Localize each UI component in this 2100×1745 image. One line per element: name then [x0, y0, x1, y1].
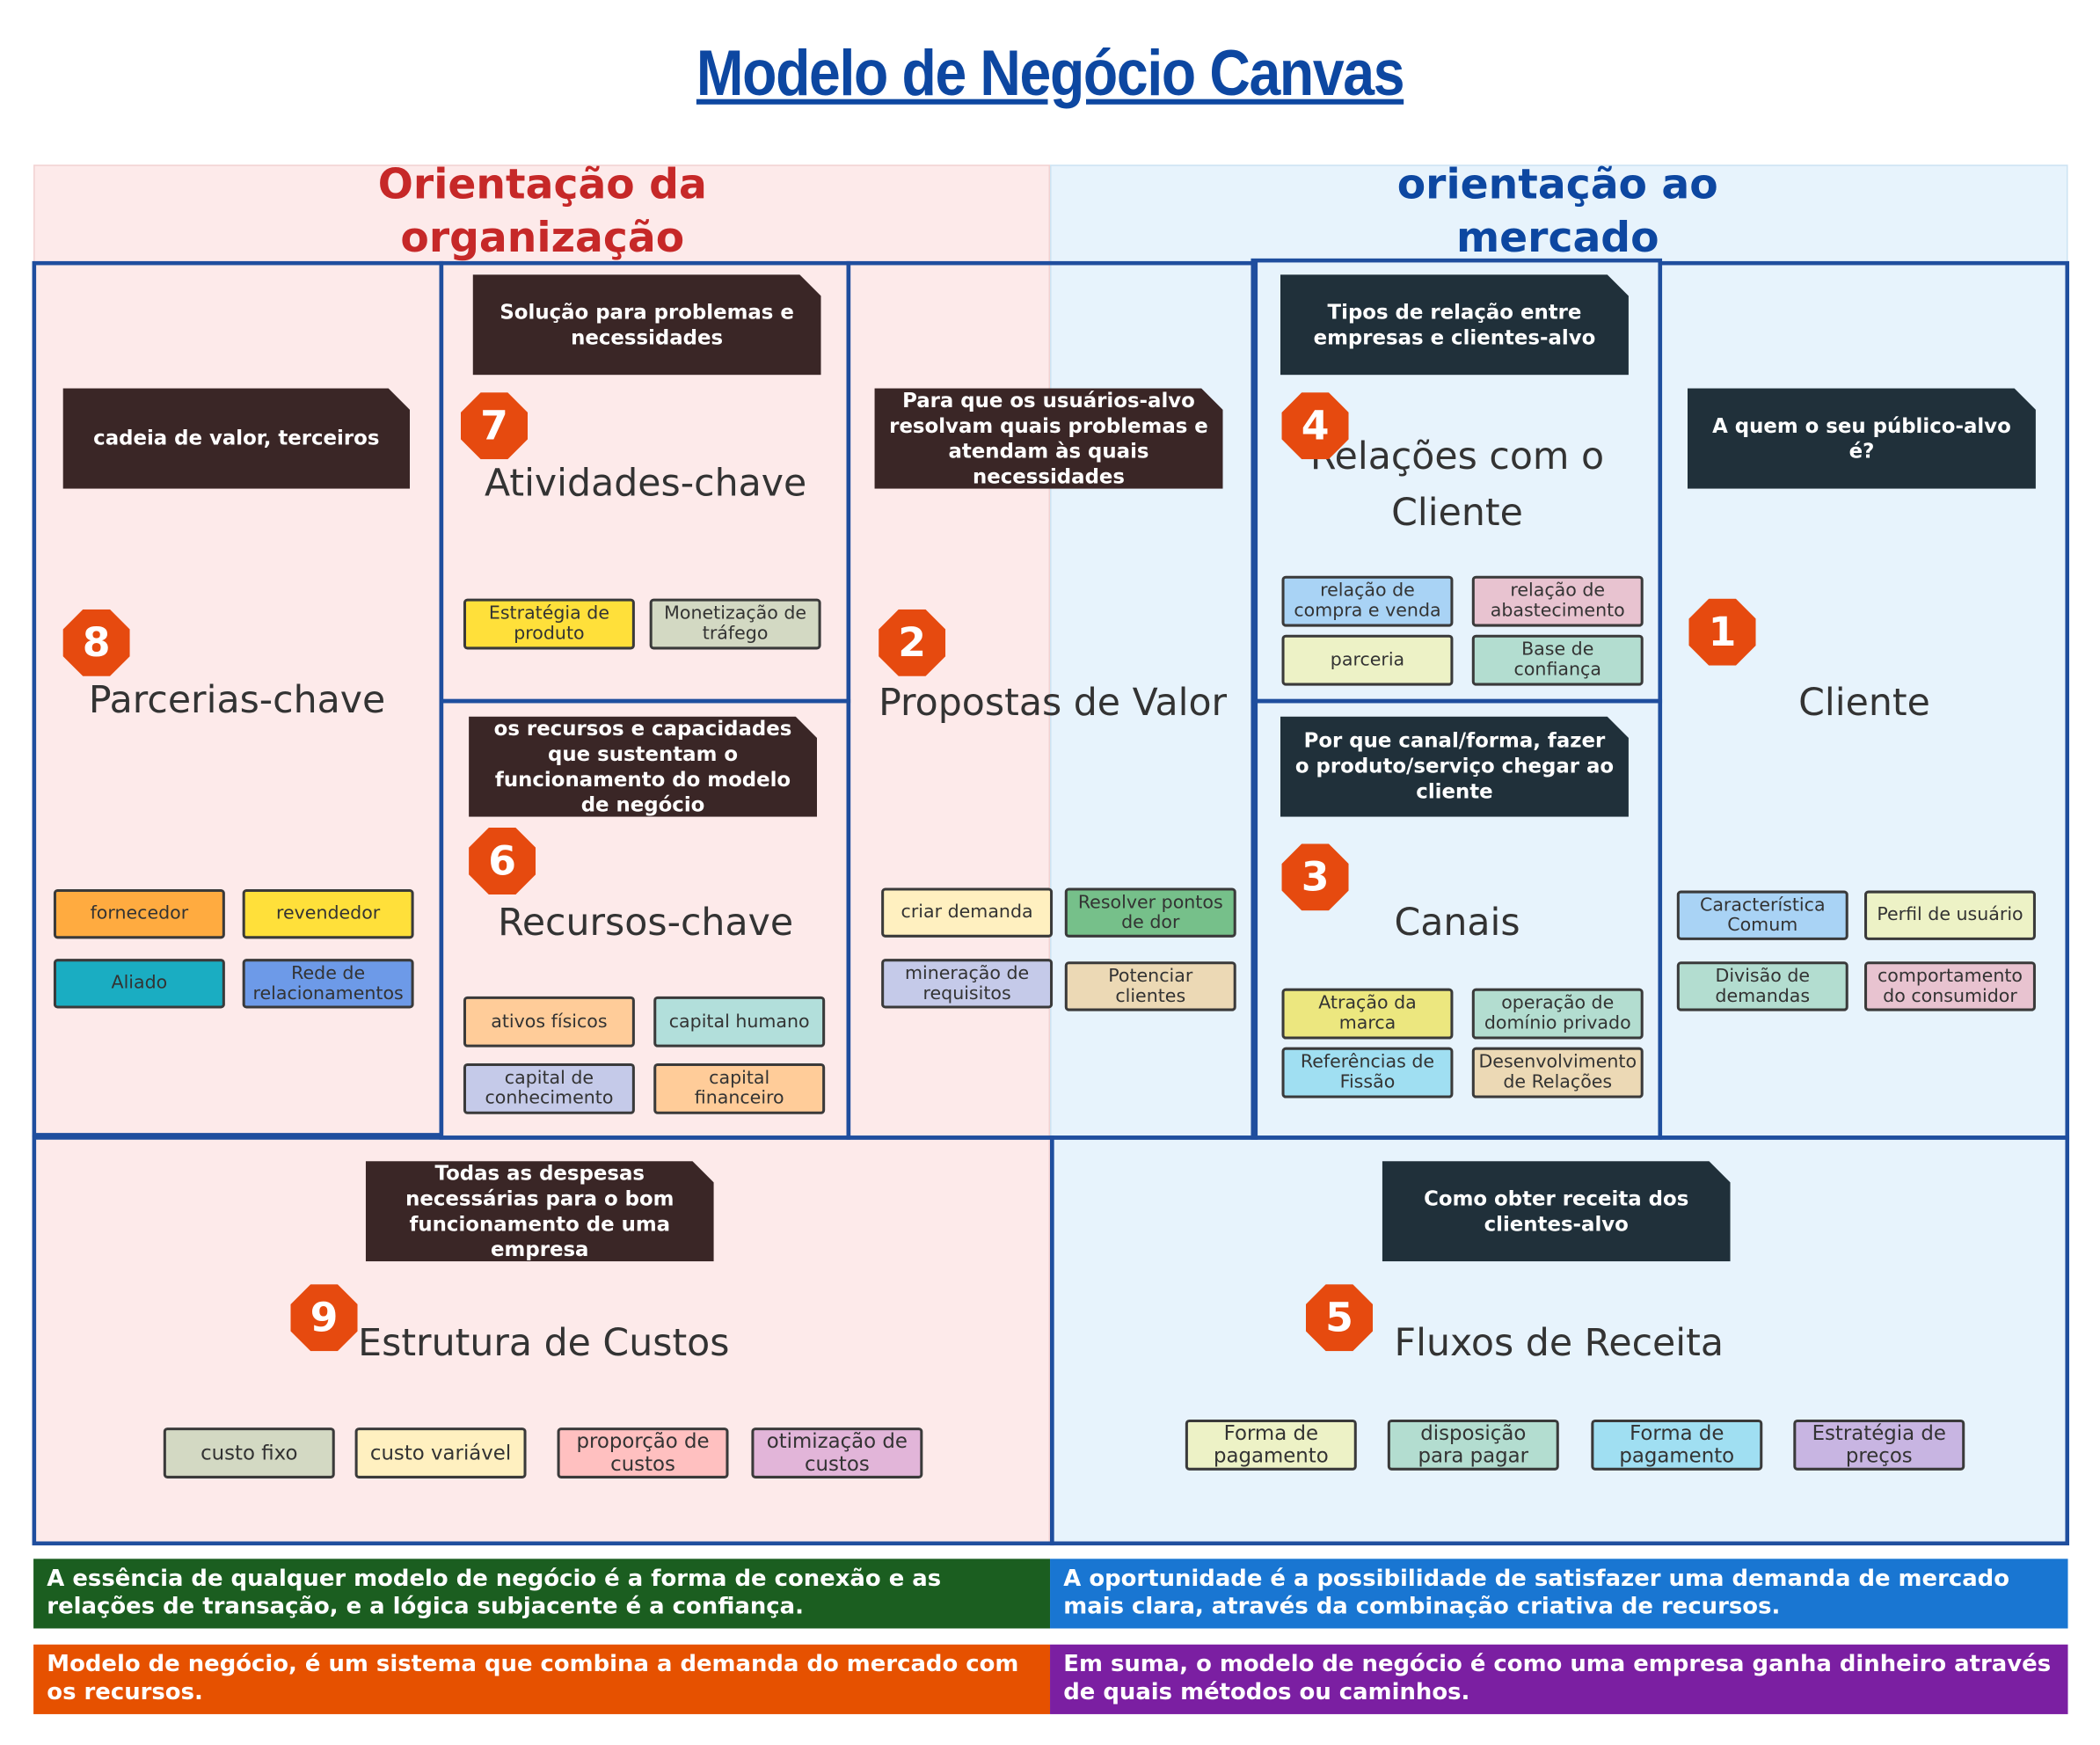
activities-title: Atividades-chave: [484, 460, 807, 506]
tag-financial-capital: capital financeiro: [653, 1062, 826, 1114]
channels-title: Canais: [1394, 900, 1520, 945]
tag-variable-cost: custo variável: [354, 1427, 527, 1479]
tag-reseller: revendedor: [242, 889, 414, 939]
tag-partnership: parceria: [1281, 634, 1454, 686]
value-number-badge: 2: [879, 609, 946, 676]
tag-fixed-cost: custo fixo: [163, 1427, 335, 1479]
tag-human-capital: capital humano: [653, 996, 826, 1048]
tag-fission-referrals: Referências de Fissão: [1281, 1047, 1454, 1099]
channels-note: Por que canal/forma, fazer o produto/ser…: [1280, 717, 1629, 817]
tag-buy-sell-relation: relação de compra e venda: [1281, 575, 1454, 627]
tag-empower-customers: Potenciar clientes: [1064, 961, 1236, 1011]
value-title: Propostas de Valor: [879, 680, 1228, 725]
page-title: Modelo de Negócio Canvas: [696, 39, 1405, 110]
tag-relationship-development: Desenvolvimento de Relações: [1471, 1047, 1644, 1099]
tag-product-strategy: Estratégia de produto: [463, 598, 635, 650]
channels-number-badge: 3: [1281, 843, 1349, 911]
costs-note: Todas as despesas necessárias para o bom…: [366, 1161, 714, 1261]
tag-pricing-strategy: Estratégia de preços: [1793, 1419, 1965, 1471]
relations-title-line2: Cliente: [1391, 490, 1523, 535]
tag-private-domain-operation: operação de domínio privado: [1471, 988, 1644, 1040]
activities-note: Solução para problemas e necessidades: [473, 274, 821, 375]
tag-common-feature: Característica Comum: [1676, 890, 1848, 940]
resources-note: os recursos e capacidades que sustentam …: [469, 717, 817, 817]
revenue-number-badge: 5: [1305, 1284, 1374, 1352]
organization-orientation-heading: Orientação da organização: [308, 158, 777, 266]
relations-title-line1: Relações com o: [1309, 434, 1605, 478]
partners-title: Parcerias-chave: [88, 677, 386, 722]
tag-cost-proportion: proporção de custos: [557, 1427, 729, 1479]
tag-trust-base: Base de confiança: [1471, 634, 1644, 686]
tag-ally: Aliado: [53, 959, 225, 1009]
relations-number-badge: 4: [1281, 392, 1349, 460]
revenue-note: Como obter receita dos clientes-alvo: [1382, 1161, 1731, 1261]
tag-create-demand: criar demanda: [881, 887, 1054, 938]
customer-note: A quem o seu público-alvo é?: [1688, 389, 2036, 489]
organization-orientation-line1: Orientação da: [377, 160, 707, 209]
tag-payment-method-2: Forma de pagamento: [1591, 1419, 1763, 1471]
tag-supply-relation: relação de abastecimento: [1471, 575, 1644, 627]
customer-number-badge: 1: [1688, 598, 1756, 666]
tag-knowledge-capital: capital de conhecimento: [463, 1062, 635, 1114]
banner-essence: A essência de qualquer modelo de negócio…: [33, 1559, 1051, 1629]
tag-supplier: fornecedor: [53, 889, 225, 939]
tag-physical-assets: ativos físicos: [463, 996, 635, 1048]
market-orientation-line1: orientação ao: [1396, 160, 1718, 209]
tag-solve-pain-points: Resolver pontos de dor: [1064, 887, 1236, 938]
tag-relationship-network: Rede de relacionamentos: [242, 959, 414, 1009]
partners-note: cadeia de valor, terceiros: [63, 389, 410, 489]
resources-title: Recursos-chave: [498, 900, 794, 945]
tag-consumer-behavior: comportamento do consumidor: [1864, 961, 2036, 1011]
partners-number-badge: 8: [62, 609, 130, 676]
tag-cost-optimization: otimização de custos: [751, 1427, 923, 1479]
market-orientation-line2: mercado: [1455, 214, 1659, 263]
market-orientation-heading: orientação ao mercado: [1323, 158, 1792, 266]
tag-user-profile: Perfil de usuário: [1864, 890, 2036, 940]
activities-number-badge: 7: [460, 392, 529, 460]
banner-system: Modelo de negócio, é um sistema que comb…: [33, 1644, 1051, 1714]
tag-willingness-to-pay: disposição para pagar: [1387, 1419, 1559, 1471]
customer-title: Cliente: [1798, 680, 1930, 725]
tag-brand-attraction: Atração da marca: [1281, 988, 1454, 1040]
tag-traffic-monetization: Monetização de tráfego: [649, 598, 821, 650]
banner-opportunity: A oportunidade é a possibilidade de sati…: [1050, 1559, 2068, 1629]
organization-orientation-line2: organização: [400, 214, 685, 263]
costs-title: Estrutura de Custos: [358, 1320, 730, 1365]
revenue-title: Fluxos de Receita: [1394, 1320, 1724, 1365]
tag-demand-division: Divisão de demandas: [1676, 961, 1848, 1011]
relations-note: Tipos de relação entre empresas e client…: [1280, 274, 1629, 375]
banner-summary: Em suma, o modelo de negócio é como uma …: [1050, 1644, 2068, 1714]
tag-payment-method: Forma de pagamento: [1185, 1419, 1357, 1471]
costs-number-badge: 9: [290, 1284, 358, 1352]
resources-number-badge: 6: [469, 827, 536, 895]
revenue-block: [1050, 1135, 2070, 1546]
relations-title: Relações com o Cliente: [1255, 428, 1659, 541]
value-note: Para que os usuários-alvo resolvam quais…: [875, 389, 1223, 489]
tag-requirements-mining: mineração de requisitos: [881, 959, 1054, 1009]
